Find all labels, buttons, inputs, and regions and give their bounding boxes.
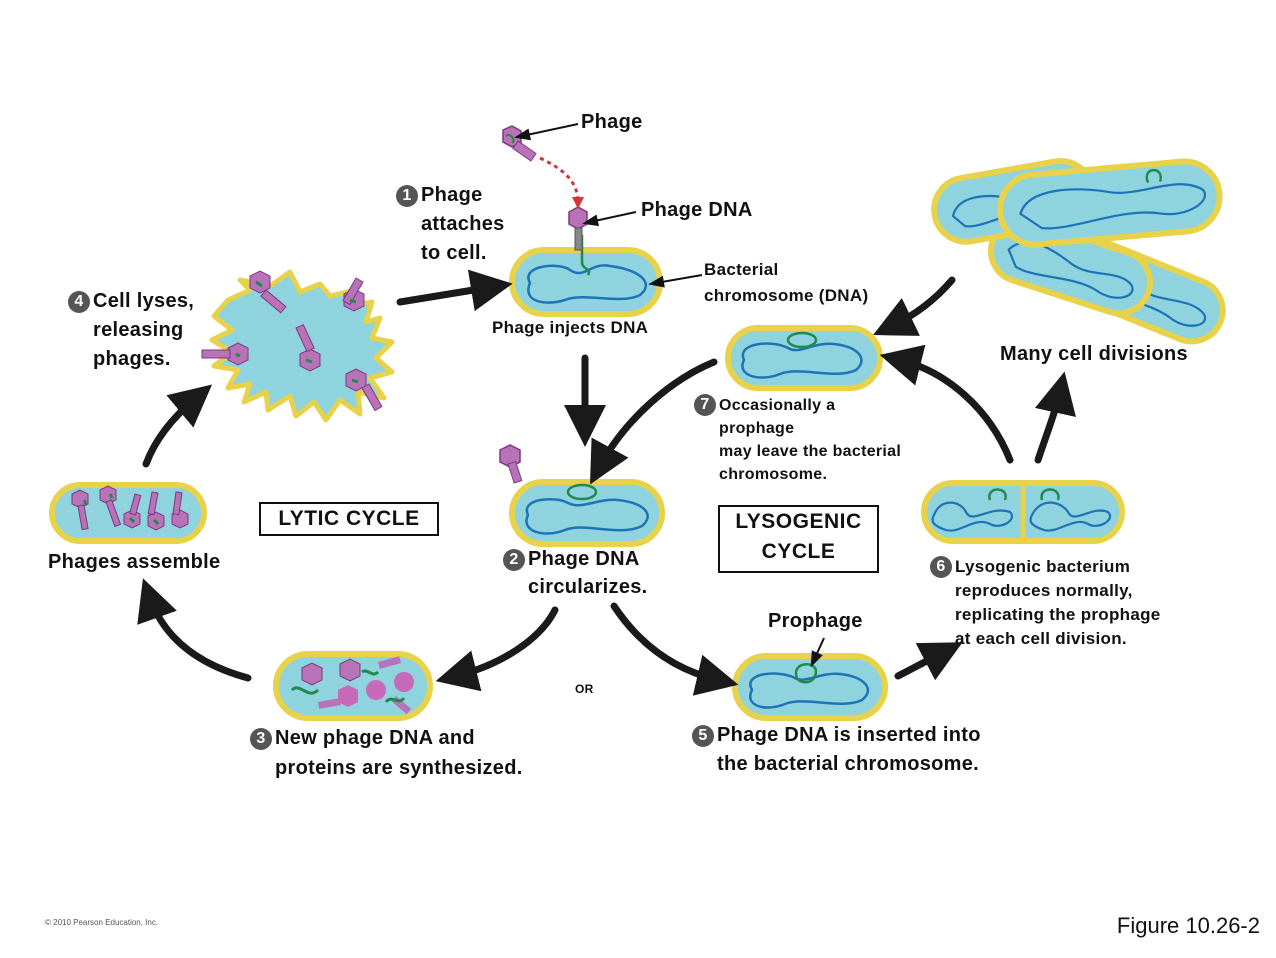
attached-phage [568, 206, 588, 251]
phage-dna-pointer [582, 211, 637, 227]
label-bacterial-chromosome: Bacterial chromosome (DNA) [704, 260, 869, 305]
arrow-5-to-6 [894, 642, 963, 681]
step-6-number: 6 [930, 556, 952, 578]
attaching-cell [509, 235, 663, 317]
circularized-cell [509, 479, 665, 547]
chromosome-pointer [648, 274, 703, 288]
arrow-6-to-7 [879, 344, 1014, 464]
label-many-cell-divisions: Many cell divisions [1000, 343, 1188, 365]
excision-cell [725, 325, 883, 391]
lytic-cycle-box: LYTIC CYCLE [259, 502, 439, 536]
phage-pointer [514, 123, 579, 141]
step-5-number: 5 [692, 725, 714, 747]
prophage-pointer [810, 637, 825, 668]
step-2-number: 2 [503, 549, 525, 571]
arrow-divisions-to-7 [873, 276, 956, 336]
prophage-cell [732, 653, 888, 721]
assembly-cell [49, 482, 207, 544]
label-phages-assemble: Phages assemble [48, 551, 221, 573]
arrow-6-to-divisions [1034, 371, 1076, 464]
lysing-cell [201, 269, 395, 423]
arrow-3-to-assemble [137, 578, 252, 682]
step-1-text: Phage attaches to cell. [421, 184, 505, 264]
step-7-number: 7 [694, 394, 716, 416]
step-3-text: New phage DNA and proteins are synthesiz… [275, 727, 523, 779]
arrow-assemble-to-4 [142, 384, 213, 468]
arrow-4-to-1 [396, 269, 513, 312]
free-phage [502, 125, 537, 162]
dividing-cell [921, 480, 1125, 544]
step-1-number: 1 [396, 185, 418, 207]
step-3-number: 3 [250, 728, 272, 750]
label-phage-dna: Phage DNA [641, 199, 753, 221]
arrow-2-to-3 [435, 606, 559, 692]
step-5-text: Phage DNA is inserted into the bacterial… [717, 724, 981, 775]
lysogenic-cycle-box: LYSOGENIC CYCLE [718, 505, 879, 573]
synthesis-cell [273, 651, 433, 721]
label-phage-injects-dna: Phage injects DNA [492, 318, 649, 337]
arrow-7-to-2 [589, 358, 718, 485]
step-7-text: Occasionally a prophage may leave the ba… [719, 397, 902, 483]
copyright-notice: © 2010 Pearson Education, Inc. [45, 918, 159, 927]
figure-number: Figure 10.26-2 [1116, 913, 1260, 938]
label-phage: Phage [581, 111, 643, 133]
step-6-text: Lysogenic bacterium reproduces normally,… [955, 557, 1161, 648]
attach-dotted-arrow [539, 156, 584, 209]
step-2-text: Phage DNA circularizes. [528, 548, 648, 598]
dividing-cell-cluster [931, 158, 1226, 345]
label-prophage: Prophage [768, 610, 863, 632]
step-4-text: Cell lyses, releasing phages. [93, 290, 195, 370]
label-or: OR [575, 682, 594, 696]
empty-phage-coat [499, 444, 523, 484]
step-4-number: 4 [68, 291, 90, 313]
arrow-2-to-5 [610, 602, 739, 696]
